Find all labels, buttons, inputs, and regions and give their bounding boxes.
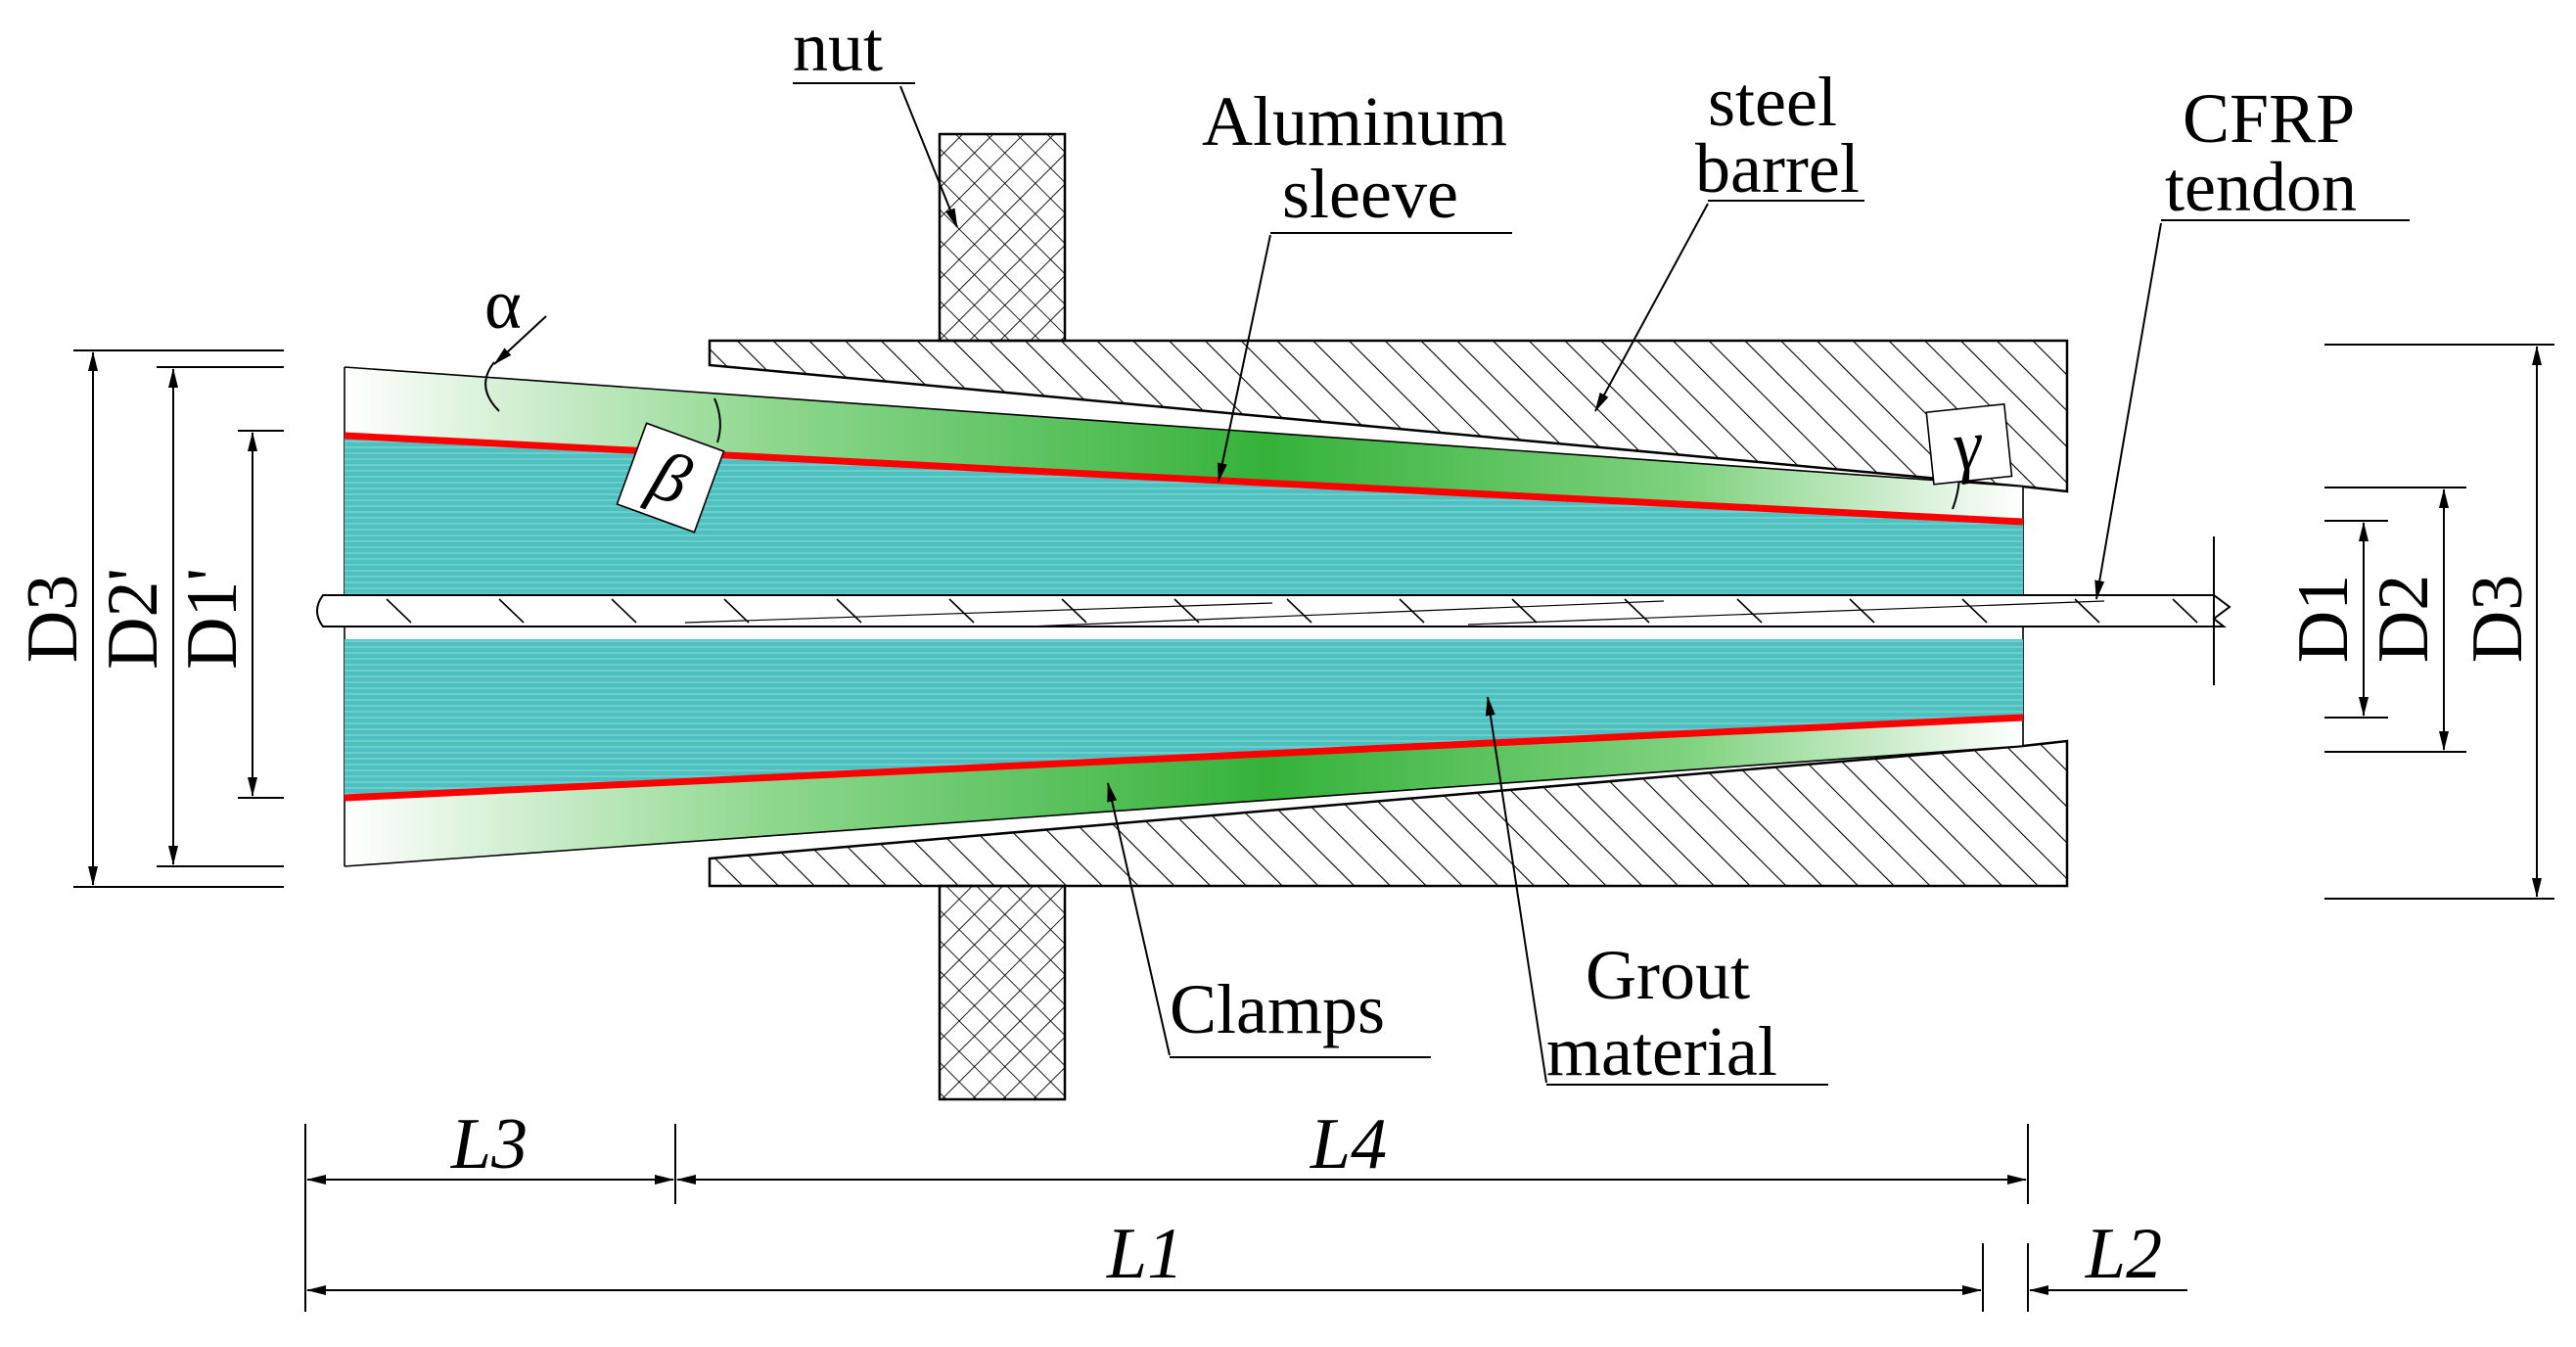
leader-lines — [793, 82, 2410, 1086]
label-grout-line1: Grout — [1586, 936, 1750, 1014]
right-dimensions — [2324, 344, 2554, 900]
tendon-ribs — [386, 598, 2198, 627]
label-cfrp-line1: CFRP — [2183, 79, 2355, 158]
dim-right-mid-label: D2 — [2364, 575, 2444, 663]
label-grout-line2: material — [1546, 1012, 1777, 1091]
clamp-bottom — [345, 718, 2023, 866]
alpha-label: α — [484, 265, 522, 344]
gamma-box: γ — [1925, 402, 2013, 486]
clamp-top — [345, 367, 2023, 522]
bottom-dimensions — [304, 1124, 2187, 1312]
dim-L4-label: L4 — [1310, 1104, 1387, 1184]
dim-left-outer-label: D3 — [13, 575, 93, 663]
dim-L1-label: L1 — [1106, 1214, 1183, 1294]
dim-left-mid-label: D2' — [93, 568, 173, 670]
grout-bottom — [345, 639, 2023, 798]
dim-L2-label: L2 — [2085, 1214, 2162, 1294]
aluminum-sleeve-bottom — [344, 714, 2024, 802]
label-aluminum-line2: sleeve — [1282, 155, 1458, 233]
steel-barrel-top — [708, 339, 2069, 493]
clamp-top-edge — [344, 366, 2024, 488]
label-steel-line2: barrel — [1695, 129, 1860, 208]
beta-box: β — [616, 422, 725, 534]
dim-right-outer-label: D3 — [2458, 575, 2538, 663]
dim-right-inner-label: D1 — [2283, 575, 2364, 663]
nut-top — [938, 132, 1067, 343]
left-dimensions — [73, 349, 284, 888]
label-aluminum-line1: Aluminum — [1202, 82, 1507, 161]
dim-left-inner-label: D1' — [172, 568, 253, 670]
cfrp-tendon — [316, 594, 2231, 627]
label-cfrp-line2: tendon — [2165, 148, 2357, 226]
nut-bottom — [938, 884, 1067, 1101]
grout-top — [345, 436, 2023, 595]
dim-L3-label: L3 — [450, 1104, 528, 1184]
steel-barrel-bottom — [708, 739, 2069, 888]
label-nut: nut — [793, 8, 883, 86]
aluminum-sleeve-top — [344, 432, 2024, 526]
label-clamps: Clamps — [1170, 970, 1385, 1048]
label-steel-line1: steel — [1708, 63, 1837, 141]
clamp-bottom-edge — [344, 745, 2024, 867]
